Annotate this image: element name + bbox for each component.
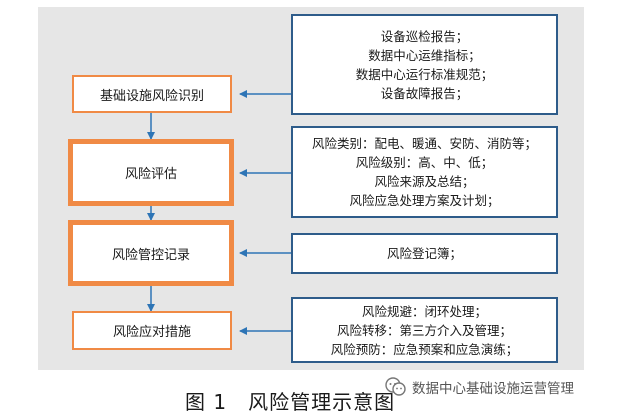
- detail-line: 风险转移：第三方介入及管理；: [336, 322, 512, 338]
- detail-line: 风险类别：配电、暖通、安防、消防等；: [311, 136, 537, 151]
- detail-line: 风险应急处理方案及计划；: [349, 193, 500, 208]
- detail-line: 风险预防：应急预案和应急演练；: [330, 341, 519, 357]
- detail-box-risk-register: 风险登记簿；: [291, 233, 558, 274]
- detail-line: 设备故障报告；: [380, 85, 469, 101]
- detail-box-assessment-criteria: 风险类别：配电、暖通、安防、消防等； 风险级别：高、中、低； 风险来源及总结； …: [291, 126, 558, 218]
- stage-box-risk-identification: 基础设施风险识别: [72, 75, 232, 113]
- detail-line: 风险来源及总结；: [374, 174, 475, 189]
- detail-line: 设备巡检报告；: [380, 28, 469, 44]
- detail-line: 风险登记簿；: [386, 246, 462, 261]
- stage-label: 风险评估: [124, 167, 177, 182]
- stage-label: 基础设施风险识别: [99, 88, 204, 104]
- detail-line: 数据中心运行标准规范；: [355, 66, 494, 82]
- detail-line: 风险级别：高、中、低；: [355, 155, 494, 170]
- stage-box-risk-response: 风险应对措施: [72, 311, 232, 350]
- stage-box-risk-assessment: 风险评估: [68, 139, 234, 206]
- detail-box-response-measures: 风险规避：闭环处理； 风险转移：第三方介入及管理； 风险预防：应急预案和应急演练…: [291, 297, 558, 363]
- stage-label: 风险应对措施: [112, 325, 191, 340]
- watermark-text: 数据中心基础设施运营管理: [412, 381, 574, 397]
- detail-line: 数据中心运维指标；: [368, 47, 481, 63]
- detail-box-identification-sources: 设备巡检报告； 数据中心运维指标； 数据中心运行标准规范； 设备故障报告；: [291, 14, 558, 115]
- figure-caption: 图 1 风险管理示意图: [185, 390, 396, 414]
- detail-line: 风险规避：闭环处理；: [361, 303, 487, 319]
- stage-label: 风险管控记录: [111, 247, 190, 263]
- watermark: 数据中心基础设施运营管理: [384, 376, 574, 398]
- stage-box-risk-control-record: 风险管控记录: [68, 220, 234, 286]
- wechat-logo-icon: [385, 377, 406, 396]
